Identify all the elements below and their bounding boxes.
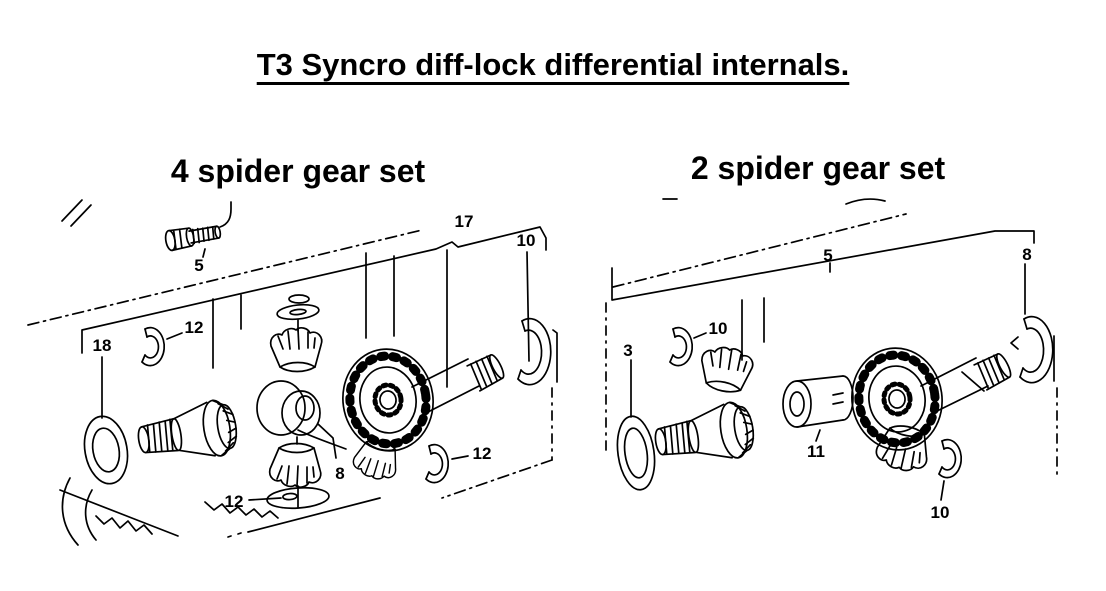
oval-washer-outer [276, 303, 320, 321]
part-label-washer-upper-10: 10 [709, 319, 728, 338]
housing-arc-inner [84, 489, 97, 541]
part-label-pin-3: 3 [623, 341, 632, 360]
left-side-gear-drawing [133, 396, 241, 469]
bottom-washer-leader [940, 480, 945, 501]
snap-ring-drawing [1019, 315, 1054, 384]
thrust-washer-inner [91, 427, 121, 473]
housing-bottom-dots [227, 532, 242, 538]
upper-washer-drawing [669, 326, 694, 367]
cross-ring-2 [281, 390, 321, 436]
thrust-washer-drawing [83, 415, 129, 485]
bracket-line [81, 226, 547, 354]
right-washer-drawing [425, 443, 450, 484]
bushing-notch [832, 392, 844, 405]
part-label-snap-ring-8: 8 [1022, 245, 1031, 264]
part-label-washer-upper-12: 12 [185, 318, 204, 337]
spline-hatches [469, 355, 499, 390]
part-label-washer-bottom-12: 12 [225, 492, 244, 511]
big-side-gear-drawing [336, 343, 439, 457]
part-label-thrust-washer-18: 18 [93, 336, 112, 355]
bottom-spider-gear [268, 442, 322, 488]
housing-edge-line [59, 489, 179, 537]
snap-ring-drawing [517, 317, 552, 386]
housing-arc-outer [61, 477, 79, 546]
thrust-washer-outer [616, 415, 656, 491]
spider-label-leader [317, 423, 337, 459]
ring-gear-teeth-2 [204, 501, 279, 519]
big-side-gear-drawing [845, 342, 948, 456]
axis-fold-diagonal [441, 459, 553, 499]
right-diagram: 5 8 3 10 [605, 198, 1058, 522]
part-label-washer-bottom-10: 10 [931, 503, 950, 522]
page-title: T3 Syncro diff-lock differential interna… [0, 47, 1106, 83]
bushing-end-arc [842, 375, 854, 421]
upper-washer-leader [166, 332, 183, 340]
bottom-washer-drawing [938, 438, 963, 479]
section-heading-2-spider: 2 spider gear set [690, 150, 946, 186]
top-small-washer [288, 294, 310, 304]
spline-tip-face [995, 352, 1012, 379]
left-diagram: 5 17 10 12 18 [27, 199, 558, 546]
output-shaft-body [920, 357, 989, 414]
leader-lines [212, 249, 530, 388]
bolt-tip [214, 225, 222, 239]
output-shaft-spline [466, 353, 505, 392]
top-spider-gear [269, 327, 323, 373]
shaft-corner-line [961, 371, 985, 392]
part-label-snap-ring-10: 10 [517, 231, 536, 250]
output-shaft-body [411, 358, 480, 415]
bolt-threads [191, 226, 215, 245]
page-title-text: T3 Syncro diff-lock differential interna… [256, 47, 850, 82]
bolt-head-body [167, 227, 193, 252]
snap-ring-side-bracket [552, 329, 558, 383]
upper-washer-drawing [141, 326, 166, 367]
oval-washer-hole [289, 308, 307, 316]
bushing-leader [815, 429, 821, 442]
part-label-bushing-11: 11 [807, 442, 825, 461]
bottom-washer-hole [282, 492, 298, 501]
bottom-washer-leader [248, 497, 282, 501]
thrust-washer-inner [623, 427, 649, 479]
part-label-spider-8: 8 [335, 464, 344, 483]
bushing-face [782, 380, 812, 428]
leader-lines [741, 297, 765, 361]
left-thrust-washer-drawing [616, 415, 656, 491]
right-washer-leader [451, 455, 469, 460]
stray-curve [845, 198, 886, 205]
center-axis-line [27, 229, 423, 326]
spline-tip-face [488, 353, 505, 380]
part-label-bolt-5: 5 [194, 256, 203, 275]
part-label-cross-shaft-17: 17 [455, 212, 474, 231]
snap-ring-left-hook [1010, 336, 1019, 350]
hatch-mark [61, 199, 92, 227]
top-oval-washer [276, 303, 320, 321]
left-side-gear-drawing [650, 398, 758, 471]
cross-bore [295, 395, 315, 421]
center-axis-line [612, 213, 907, 288]
cross-pin-line [297, 429, 347, 450]
part-label-washer-right-12: 12 [473, 444, 492, 463]
bolt-elbow-leader [219, 201, 232, 228]
upper-washer-leader [693, 332, 707, 339]
housing-bottom-line [247, 497, 381, 533]
cross-ring-1 [256, 380, 306, 436]
bushing-drawing [782, 375, 854, 428]
bushing-body [796, 375, 844, 428]
part-label-shaft-5: 5 [823, 246, 832, 265]
section-heading-4-spider: 4 spider gear set [170, 153, 426, 189]
output-shaft-spline [973, 352, 1012, 391]
bolt-drawing [164, 225, 222, 252]
thrust-washer-outer [83, 415, 129, 485]
bracket-line [611, 230, 1035, 301]
ring-gear-teeth-1 [95, 515, 153, 535]
bolt-label-leader [202, 248, 206, 258]
spline-hatches [976, 354, 1006, 389]
top-spider-gear [695, 341, 757, 397]
cross-piece-drawing [256, 380, 347, 450]
bushing-bore [789, 391, 805, 417]
